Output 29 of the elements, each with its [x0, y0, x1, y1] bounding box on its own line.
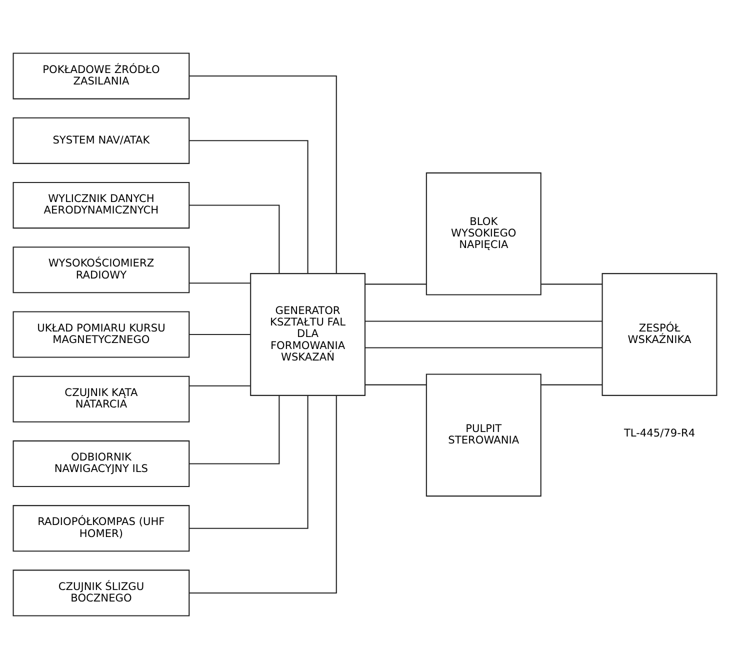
node-box: PULPIT STEROWANIA [425, 374, 541, 497]
connector [188, 334, 250, 336]
connector [364, 320, 602, 322]
connector [188, 140, 308, 274]
connector [188, 396, 280, 464]
node-box: CZUJNIK ŚLIZGU BOCZNEGO [12, 570, 190, 616]
node-box: CZUJNIK KĄTA NATARCIA [12, 376, 190, 422]
connector [540, 284, 602, 285]
connector [188, 282, 250, 284]
connector [364, 284, 426, 285]
node-box: ODBIORNIK NAWIGACYJNY ILS [12, 440, 190, 488]
node-box: ZESPÓŁ WSKAŹNIKA [601, 273, 717, 396]
node-box: UKŁAD POMIARU KURSU MAGNETYCZNEGO [12, 311, 190, 358]
node-box: SYSTEM NAV/ATAK [12, 117, 190, 164]
connector [188, 395, 336, 594]
node-box: BLOK WYSOKIEGO NAPIĘCIA [425, 172, 541, 296]
node-box: WYLICZNIK DANYCH AERODYNAMICZNYCH [12, 182, 190, 229]
connector [188, 385, 250, 386]
node-box: POKŁADOWE ŹRÓDŁO ZASILANIA [12, 52, 190, 100]
node-box: GENERATOR KSZTAŁTU FAL DLA FORMOWANIA WSKAZAŃ [250, 273, 366, 396]
connector [188, 204, 280, 274]
connector [364, 347, 602, 348]
connector [540, 384, 602, 386]
node-box: RADIOPÓŁKOMPAS (UHF HOMER) [12, 505, 190, 552]
label: TL-445/79-R4 [623, 428, 695, 440]
connector [364, 384, 426, 386]
connector [188, 75, 336, 274]
connector [188, 396, 308, 529]
node-box: WYSOKOŚCIOMIERZ RADIOWY [12, 246, 190, 294]
